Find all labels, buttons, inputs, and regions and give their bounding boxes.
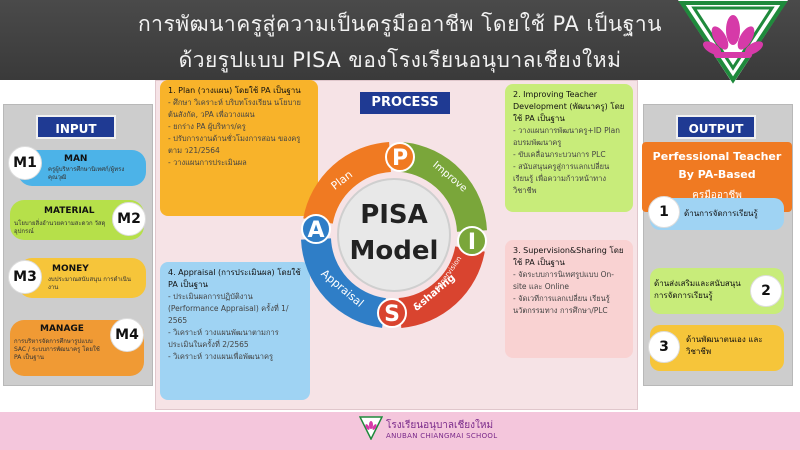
input-man-desc: ครูผู้บริหารศึกษานิเทศก์/ผู้ทรงคุณวุฒิ <box>48 166 125 181</box>
step4-appraisal-box: 4. Appraisal (การประเมินผล) โดยใช้ PA เป… <box>160 262 310 400</box>
step2-line1: - วางแผนการพัฒนาครู+ID Plan อบรมพัฒนาครู <box>513 126 621 147</box>
output-item-3-text: ด้านพัฒนาตนเอง และวิชาชีพ <box>686 335 763 356</box>
step3-line2: - จัดเวทีการแลกเปลี่ยน เรียนรู้นวัตกรรมท… <box>513 294 610 315</box>
output-headline-line1: Perfessional Teacher <box>652 150 782 163</box>
step1-plan-box: 1. Plan (วางแผน) โดยใช้ PA เป็นฐาน - ศึก… <box>160 80 318 216</box>
letter-i: I <box>468 230 476 255</box>
step3-title: 3. Supervision&Sharing โดยใช้ PA เป็นฐาน <box>513 246 624 267</box>
input-money-title: MONEY <box>52 264 89 274</box>
page-title-line1: การพัฒนาครูสู่ความเป็นครูมืออาชีพ โดยใช้… <box>137 12 663 36</box>
header-banner <box>0 0 800 80</box>
step4-title: 4. Appraisal (การประเมินผล) โดยใช้ PA เป… <box>168 268 301 289</box>
input-money-desc: งบประมาณสนับสนุน การดำเนินงาน <box>48 276 131 291</box>
step4-line2: - วิเคราะห์ วางแผนพัฒนาตามการ ประเมินในค… <box>168 328 279 349</box>
footer-school-logo-icon <box>359 416 383 440</box>
step3-supervision-box: 3. Supervision&Sharing โดยใช้ PA เป็นฐาน… <box>505 240 633 358</box>
footer-school-name-th: โรงเรียนอนุบาลเชียงใหม่ <box>386 420 494 431</box>
input-manage-title: MANAGE <box>40 324 84 334</box>
step2-improve-box: 2. Improving Teacher Development (พัฒนาค… <box>505 84 633 212</box>
input-material-title: MATERIAL <box>44 206 95 216</box>
step1-line4: - วางแผนการประเมินผล <box>168 158 247 167</box>
step2-line2: - ขับเคลื่อนกระบวนการ PLC <box>513 150 606 159</box>
segment-plan <box>303 142 392 225</box>
output-item-3-badge: 3 <box>648 331 680 363</box>
input-label: INPUT <box>36 115 116 139</box>
output-item-1-badge: 1 <box>648 196 680 228</box>
letter-p: P <box>392 146 408 171</box>
letter-s: S <box>384 302 400 327</box>
step1-title: 1. Plan (วางแผน) โดยใช้ PA เป็นฐาน <box>168 86 301 95</box>
output-label: OUTPUT <box>676 115 756 139</box>
school-logo-icon <box>678 0 788 84</box>
process-label: PROCESS <box>360 92 450 114</box>
output-item-1-text: ด้านการจัดการเรียนรู้ <box>684 209 758 218</box>
footer-school-name-en: ANUBAN CHIANGMAI SCHOOL <box>386 432 498 440</box>
step1-line2: - ยกร่าง PA ผู้บริหาร/ครู <box>168 122 246 131</box>
output-headline-line3: ครูมืออาชีพ <box>692 190 742 201</box>
step1-line3: - ปรับการงานด้านชั่วโมงการสอน ของครู ตาม… <box>168 134 301 155</box>
input-m1-badge: M1 <box>8 146 42 180</box>
output-headline-line2: By PA-Based <box>678 168 756 181</box>
input-man-title: MAN <box>64 154 88 164</box>
footer-bar <box>0 412 800 450</box>
output-item-2-text: ด้านส่งเสริมและสนับสนุน การจัดการเรียนรู… <box>654 279 741 300</box>
pisa-cycle-diagram: PISA Model P I S A Plan Improve Supervis… <box>301 142 487 328</box>
page-title-line2: ด้วยรูปแบบ PISA ของโรงเรียนอนุบาลเชียงให… <box>178 48 622 72</box>
segment-improve <box>399 142 487 233</box>
input-m4-badge: M4 <box>110 318 144 352</box>
segment-sharing <box>398 245 485 328</box>
input-m3-badge: M3 <box>8 260 42 294</box>
step4-line1: - ประเมินผลการปฏิบัติงาน (Performance Ap… <box>168 292 289 325</box>
step2-title: 2. Improving Teacher Development (พัฒนาค… <box>513 90 625 123</box>
input-material-desc: นโยบายสิ่งอำนวยความสะดวก วัสดุ อุปกรณ์ <box>14 220 106 235</box>
output-item-2-badge: 2 <box>750 275 782 307</box>
step4-line3: - วิเคราะห์ วางแผนเพื่อพัฒนาครู <box>168 352 274 361</box>
center-model-label: Model <box>350 236 439 266</box>
center-pisa-label: PISA <box>360 200 428 230</box>
step2-line3: - สนับสนุนครูสู่การแลกเปลี่ยน เรียนรู้ เ… <box>513 162 610 195</box>
letter-a: A <box>307 218 324 243</box>
segment-appraisal <box>301 237 387 328</box>
step3-line1: - จัดระบบการนิเทศรูปแบบ On-site และ Onli… <box>513 270 615 291</box>
step1-line1: - ศึกษา วิเคราะห์ บริบทโรงเรียน นโยบายต้… <box>168 98 301 119</box>
input-manage-desc: การบริหารจัดการศึกษารูปแบบ SAC / ระบบการ… <box>14 338 100 361</box>
cycle-ring <box>301 142 487 328</box>
input-m2-badge: M2 <box>112 202 146 236</box>
center-disc <box>337 178 451 292</box>
